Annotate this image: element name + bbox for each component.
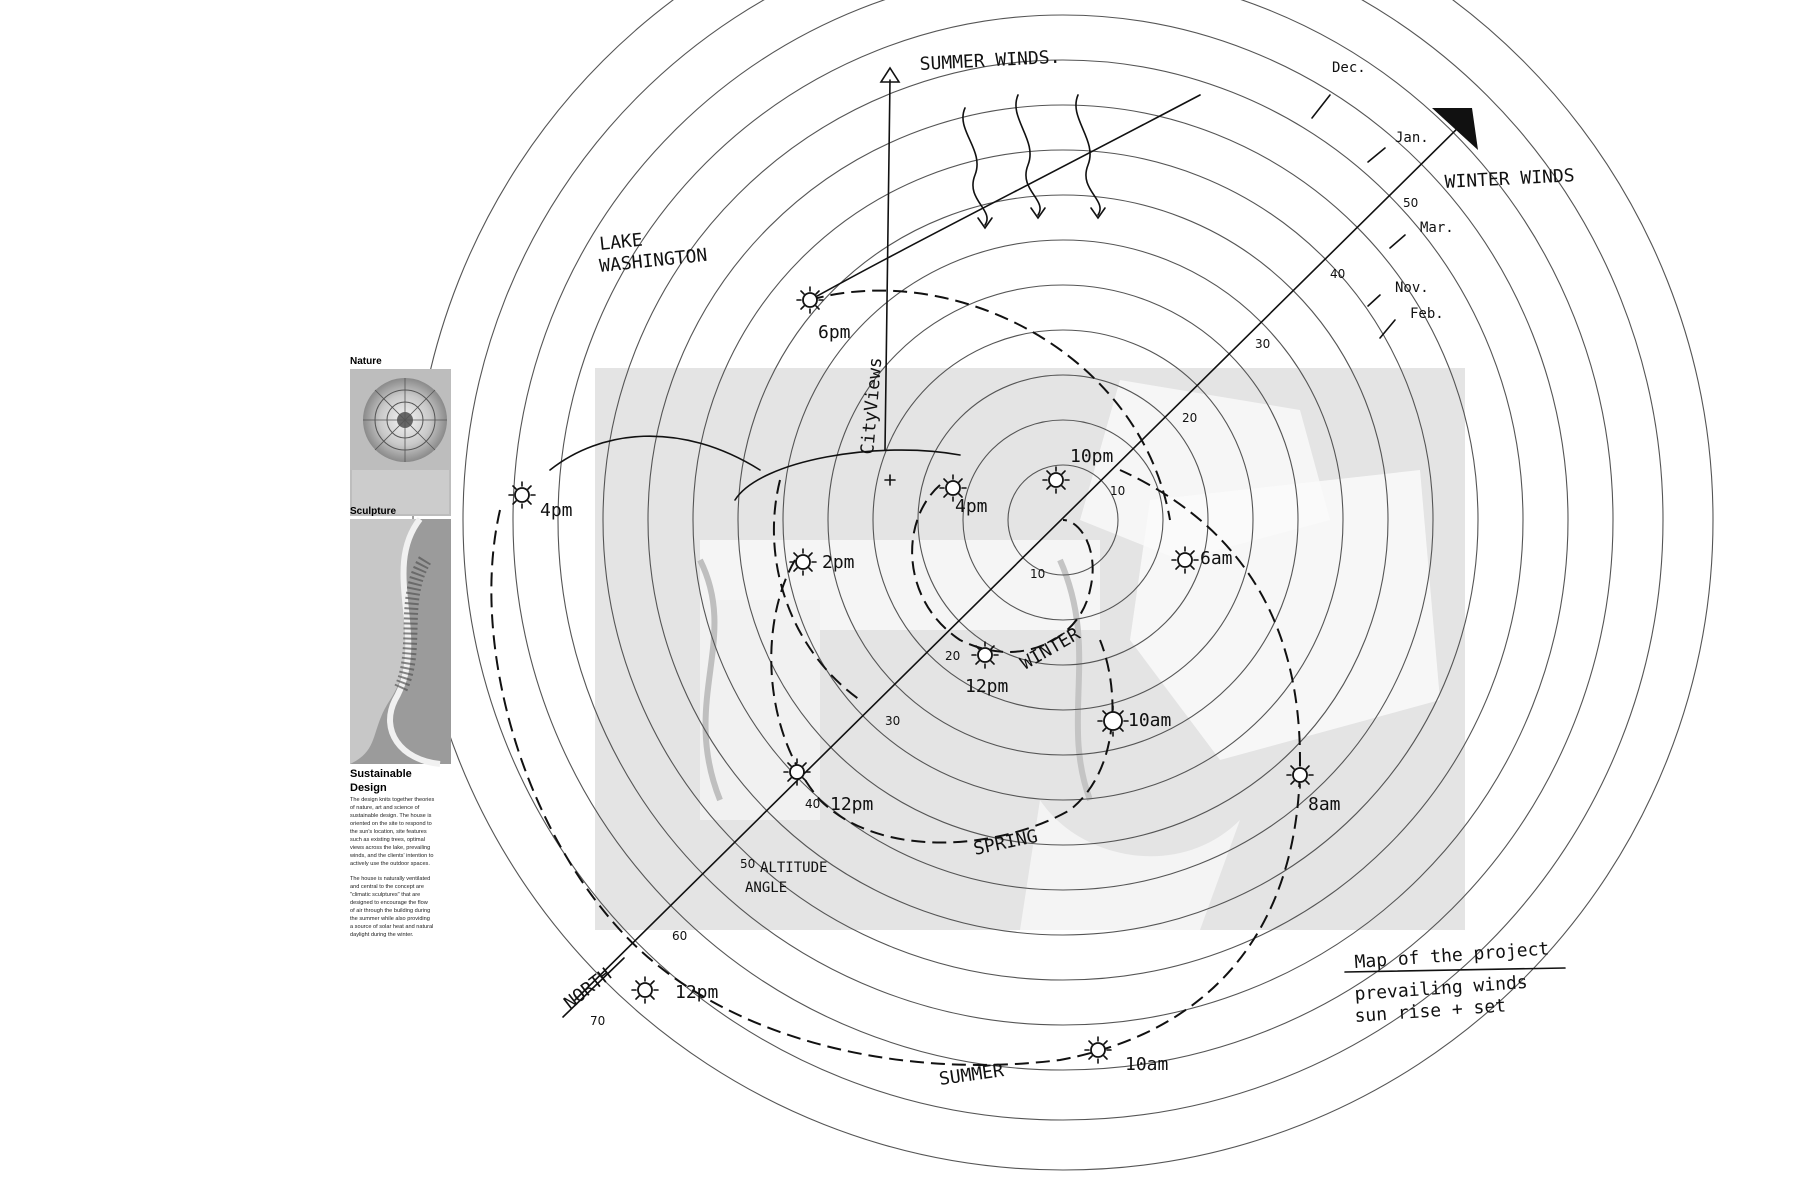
paragraph-line: a source of solar heat and natural: [350, 924, 433, 930]
altitude-tick: 60: [672, 929, 687, 943]
time-label: 12pm: [675, 982, 718, 1003]
winter-winds-label: WINTER WINDS: [1444, 165, 1575, 193]
sculpture-label: Sculpture: [350, 506, 397, 517]
altitude-label-line1: ALTITUDE: [760, 860, 827, 876]
sun-icon: [631, 976, 659, 1004]
altitude-tick: 10: [1030, 567, 1045, 581]
month-label: Nov.: [1395, 280, 1429, 296]
model-photo: [595, 368, 1465, 930]
time-label: 8am: [1308, 794, 1341, 815]
sun-icon: [1286, 761, 1314, 789]
map-title: Map of the project: [1354, 938, 1550, 973]
paragraph-2: The house is naturally ventilated and ce…: [350, 876, 433, 938]
month-labels: Dec. Jan. Mar. Nov. Feb.: [1332, 60, 1454, 322]
paragraph-line: winds, and the clients' intention to: [349, 853, 433, 859]
time-label: 10pm: [1070, 446, 1113, 467]
time-label: 12pm: [965, 676, 1008, 697]
sun-icon: [789, 548, 817, 576]
outer-arc: [809, 289, 1171, 521]
paragraph-line: views across the lake, prevailing: [350, 845, 430, 851]
altitude-tick: 50: [1403, 196, 1418, 210]
paragraph-line: actively use the outdoor spaces.: [350, 861, 430, 867]
time-label: 12pm: [830, 794, 873, 815]
sun-icon: [939, 474, 967, 502]
month-label: Feb.: [1410, 306, 1444, 322]
altitude-label-line2: ANGLE: [745, 880, 787, 896]
sun-icon: [796, 286, 824, 314]
paragraph-line: the summer while also providing: [350, 916, 430, 922]
paragraph-1: The design knits together theories of na…: [349, 797, 434, 867]
paragraph-line: the sun's location, site features: [350, 829, 427, 835]
altitude-numbers: 10 10 20 20 30 30 40 40 50 50 60 70: [590, 196, 1418, 1028]
time-label: 10am: [1125, 1054, 1168, 1075]
summer-path: [490, 469, 1302, 1066]
sun-icon: [508, 481, 536, 509]
lake-label-line1: LAKE: [598, 230, 643, 255]
month-label: Dec.: [1332, 60, 1366, 76]
sculpture-image: [350, 517, 451, 767]
paragraph-line: oriented on the site to respond to: [350, 821, 432, 827]
north-arrow-icon: [1432, 108, 1478, 150]
month-arrows: [1311, 94, 1406, 339]
altitude-tick: 40: [1330, 267, 1345, 281]
time-label: 6am: [1200, 548, 1233, 569]
sun-paths: [490, 289, 1302, 1066]
sun-markers: [508, 286, 1314, 1064]
altitude-tick: 30: [1255, 337, 1270, 351]
north-axis: [562, 108, 1478, 1018]
altitude-tick: 40: [805, 797, 820, 811]
altitude-tick: 20: [1182, 411, 1197, 425]
sun-icon: [1042, 466, 1070, 494]
paragraph-line: of air through the building during: [350, 908, 430, 914]
sun-icon: [1171, 546, 1199, 574]
altitude-tick: 20: [945, 649, 960, 663]
sun-icon: [971, 641, 999, 669]
altitude-tick: 50: [740, 857, 755, 871]
summer-winds-label: SUMMER WINDS.: [919, 47, 1061, 75]
altitude-tick: 70: [590, 1014, 605, 1028]
sun-icon: [1097, 705, 1129, 737]
north-label: NORTH: [560, 964, 616, 1014]
paragraph-line: sustainable design. The house is: [350, 813, 432, 819]
summer-wind-arrows: [962, 94, 1106, 230]
view-arrow-icon: [879, 66, 901, 83]
side-panel: Nature Sculpture Sustainable Design The …: [349, 356, 451, 938]
sun-time-labels: 6pm 4pm 10pm 4pm 2pm 6am 12pm 10am 12pm …: [540, 322, 1341, 1075]
paragraph-line: and central to the concept are: [350, 884, 424, 890]
sun-icon: [783, 758, 811, 786]
time-label: 4pm: [955, 496, 988, 517]
spring-path: [770, 559, 1114, 844]
month-label: Mar.: [1420, 220, 1454, 236]
paragraph-line: designed to encourage the flow: [350, 900, 429, 906]
site-lines: [549, 66, 1201, 501]
summer-label: SUMMER: [938, 1060, 1005, 1090]
section-title: Design: [350, 782, 387, 794]
section-title: Sustainable: [350, 768, 412, 780]
paragraph-line: "climatic sculptures" that are: [350, 892, 420, 898]
paragraph-line: The house is naturally ventilated: [350, 876, 430, 882]
time-label: 2pm: [822, 552, 855, 573]
altitude-tick: 10: [1110, 484, 1125, 498]
paragraph-line: such as existing trees, optimal: [350, 837, 425, 843]
nature-label: Nature: [350, 356, 382, 367]
sun-icon: [1084, 1036, 1112, 1064]
paragraph-line: The design knits together theories: [350, 797, 434, 803]
winter-path: [911, 484, 1094, 653]
altitude-rings: [412, 0, 1714, 1171]
month-label: Jan.: [1395, 130, 1429, 146]
time-label: 10am: [1128, 710, 1171, 731]
altitude-tick: 30: [885, 714, 900, 728]
time-label: 6pm: [818, 322, 851, 343]
nature-image: [350, 369, 451, 516]
time-label: 4pm: [540, 500, 573, 521]
paragraph-line: of nature, art and science of: [350, 805, 420, 811]
paragraph-line: daylight during the winter.: [350, 932, 414, 938]
